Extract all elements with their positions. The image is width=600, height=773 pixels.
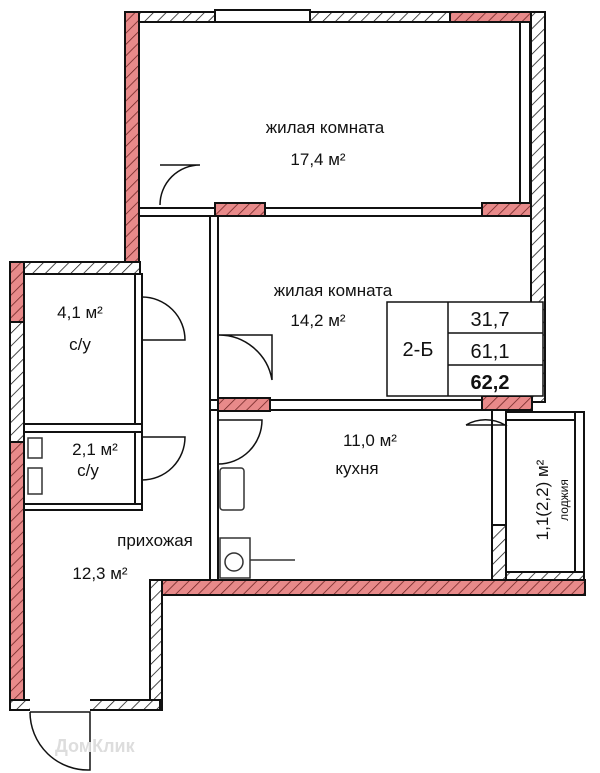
loggia-area: 1,1(2,2) м² (533, 459, 552, 540)
apartment-type: 2-Б (403, 339, 434, 361)
bath-2-name: с/у (77, 461, 99, 480)
loggia-name: лоджия (557, 479, 571, 521)
hall-name: прихожая (117, 531, 193, 550)
bath-2-area: 2,1 м² (72, 440, 118, 459)
kitchen-name: кухня (335, 459, 378, 478)
living-area: 31,7 (471, 309, 510, 331)
room-1-name: жилая комната (266, 118, 385, 137)
doors (29, 164, 508, 771)
watermark: ДомКлик (55, 736, 136, 756)
kitchen-area: 11,0 м² (343, 431, 397, 450)
total-area-with-loggia: 62,2 (471, 372, 510, 394)
bath-1-name: с/у (69, 335, 91, 354)
room-1-area: 17,4 м² (290, 150, 345, 169)
walls (9, 9, 586, 712)
kitchen-fixtures (27, 437, 295, 579)
total-area: 61,1 (471, 341, 510, 363)
bath-1-area: 4,1 м² (57, 303, 103, 322)
area-summary-box (386, 301, 544, 397)
room-2-name: жилая комната (274, 281, 393, 300)
room-labels: жилая комната 17,4 м² жилая комната 14,2… (57, 118, 571, 583)
hall-area: 12,3 м² (72, 564, 127, 583)
room-2-area: 14,2 м² (290, 311, 345, 330)
